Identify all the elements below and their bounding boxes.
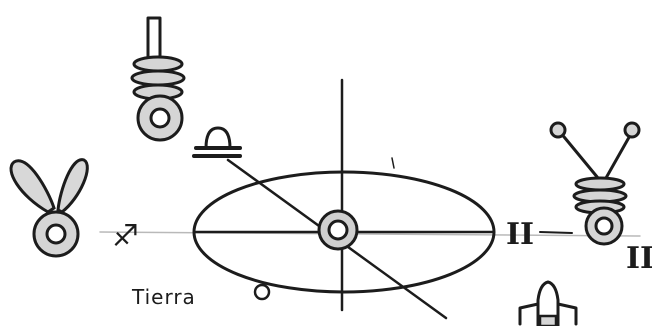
right-figure-icon — [551, 123, 639, 244]
orbit-tick — [392, 158, 394, 168]
top-figure-icon — [132, 18, 184, 140]
left-figure-icon — [11, 160, 87, 256]
libra-sign — [194, 128, 240, 156]
earth-marker — [255, 285, 269, 299]
sagittarius-sign: ♐ — [112, 219, 139, 254]
sun-symbol — [319, 211, 357, 249]
gemini-sign-orbit: II — [506, 217, 534, 252]
axis-dash-right — [540, 232, 572, 233]
earth-label: Tierra — [131, 285, 196, 309]
gemini-sign-edge: II — [626, 241, 652, 276]
sun-inner-circle — [329, 221, 347, 239]
bottom-right-figure-icon — [520, 282, 576, 326]
